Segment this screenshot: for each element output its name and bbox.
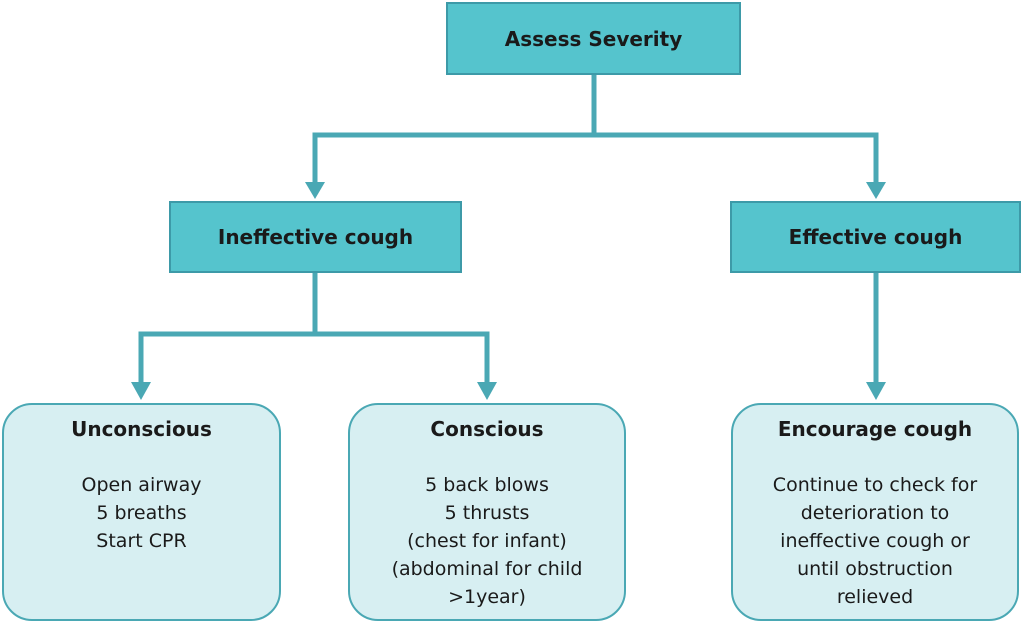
card-conscious-line: 5 thrusts [444, 502, 530, 524]
node-effective-cough-label: Effective cough [788, 225, 963, 249]
card-conscious-line: (abdominal for child [391, 558, 583, 580]
card-unconscious-line: Open airway [81, 474, 202, 496]
card-unconscious: Unconscious Open airway 5 breaths Start … [2, 403, 281, 621]
node-effective-cough: Effective cough [730, 201, 1021, 273]
card-conscious-title: Conscious [430, 417, 544, 441]
connector-root-to-effective [594, 132, 879, 185]
node-assess-severity: Assess Severity [446, 2, 741, 75]
card-encourage-cough-line: Continue to check for [772, 474, 978, 496]
node-ineffective-cough: Ineffective cough [169, 201, 462, 273]
card-encourage-cough-title: Encourage cough [777, 417, 973, 441]
card-encourage-cough-line: until obstruction [797, 558, 953, 580]
arrowhead-unconscious [131, 382, 151, 400]
connector-ineffective-to-unconscious [138, 273, 318, 385]
arrowhead-effective [866, 182, 886, 199]
card-encourage-cough: Encourage cough Continue to check for de… [731, 403, 1019, 621]
card-unconscious-line: 5 breaths [96, 502, 187, 524]
connector-root-to-ineffective [312, 75, 597, 185]
card-conscious-line: (chest for infant) [407, 530, 567, 552]
connector-ineffective-to-conscious [315, 331, 490, 385]
card-conscious: Conscious 5 back blows 5 thrusts (chest … [348, 403, 626, 621]
arrowhead-encourage [866, 382, 886, 400]
card-encourage-cough-line: relieved [836, 586, 914, 608]
card-unconscious-line: Start CPR [96, 530, 187, 552]
card-conscious-line: >1year) [448, 586, 526, 608]
card-conscious-line: 5 back blows [425, 474, 549, 496]
arrowhead-conscious [477, 382, 497, 400]
card-encourage-cough-line: deterioration to [800, 502, 950, 524]
arrowhead-ineffective [305, 182, 325, 199]
node-assess-severity-label: Assess Severity [504, 26, 683, 51]
card-unconscious-title: Unconscious [71, 417, 212, 441]
node-ineffective-cough-label: Ineffective cough [217, 225, 414, 249]
card-encourage-cough-line: ineffective cough or [780, 530, 970, 552]
